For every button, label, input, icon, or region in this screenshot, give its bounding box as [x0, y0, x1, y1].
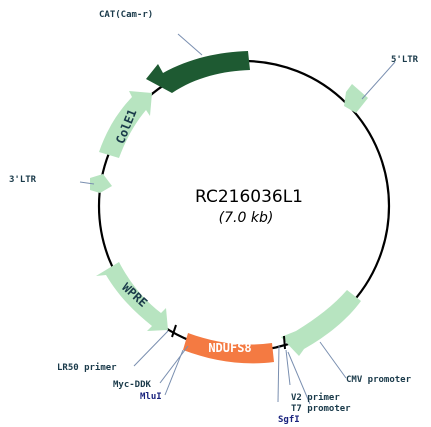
- ltr5-feature-arrow: [344, 84, 368, 113]
- wpre-feature-arrow: [96, 262, 168, 331]
- cmv-feature-arrow: [281, 290, 361, 356]
- ndufs8-feature-block: [183, 333, 274, 364]
- ltr3-label: 3'LTR: [9, 175, 37, 185]
- cmv-promoter-label: CMV promoter: [346, 375, 412, 385]
- mycddk-label: Myc-DDK: [113, 380, 152, 390]
- ltr3-feature-arrow: [90, 174, 112, 193]
- t7-promoter-label: T7 promoter: [291, 404, 351, 414]
- plasmid-name: RC216036L1: [195, 187, 303, 207]
- plasmid-size: (7.0 kb): [219, 210, 274, 226]
- ltr5-label: 5'LTR: [391, 55, 419, 65]
- cat-feature-arrow: [146, 51, 250, 93]
- cole1-feature-arrow: [99, 91, 152, 158]
- cat-label: CAT(Cam-r): [99, 10, 153, 20]
- v2-primer-label: V2 primer: [291, 392, 340, 403]
- mlui-label: MluI: [140, 392, 162, 402]
- ndufs8-label: NDUFS8: [208, 341, 251, 355]
- lr50-label: LR50 primer: [57, 362, 117, 373]
- sgfi-label: SgfI: [278, 415, 300, 425]
